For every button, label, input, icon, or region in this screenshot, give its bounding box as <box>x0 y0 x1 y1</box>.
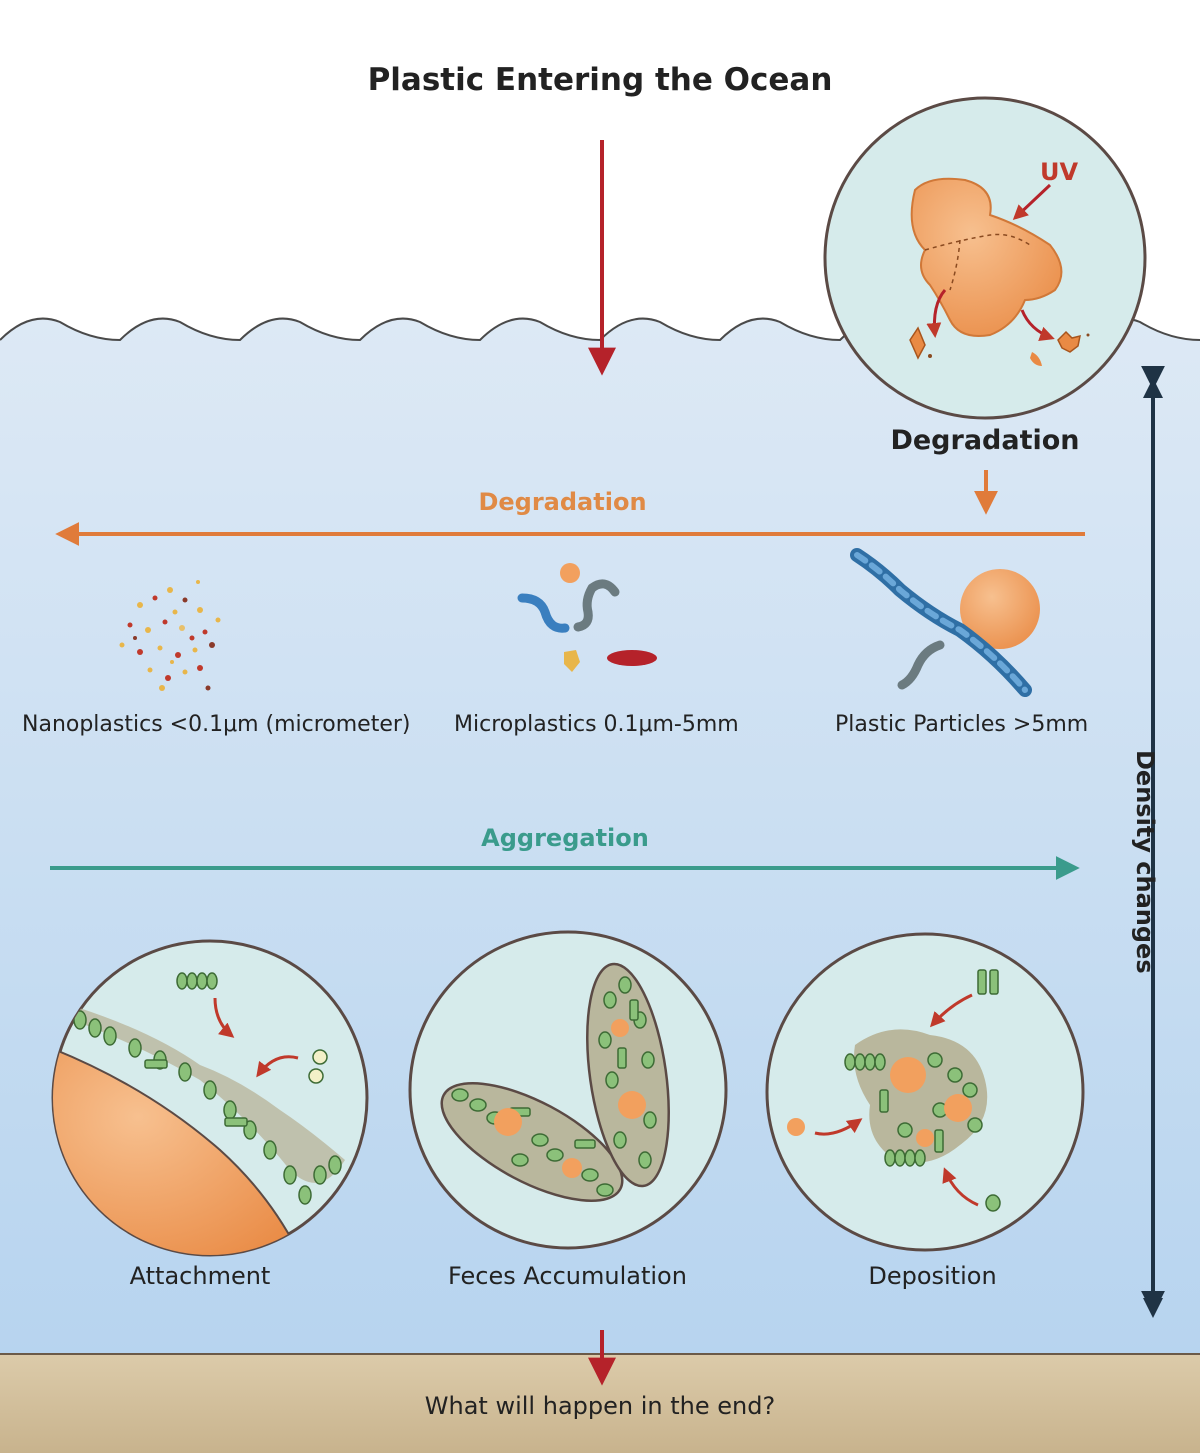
feces-accumulation-circle <box>408 930 728 1250</box>
attachment-label: Attachment <box>129 1262 271 1290</box>
plastic-particles-label: Plastic Particles >5mm <box>835 712 1089 737</box>
feces-accumulation-label: Feces Accumulation <box>448 1262 687 1290</box>
diagram-title: Plastic Entering the Ocean <box>367 62 833 98</box>
plastic-piece-large <box>910 177 1063 337</box>
uv-label: UV <box>1040 158 1079 186</box>
degradation-circle <box>823 96 1147 420</box>
attachment-circle <box>51 939 369 1257</box>
microplastics-label: Microplastics 0.1μm-5mm <box>454 712 739 737</box>
nanoplastics-icon <box>119 580 221 691</box>
aggregation-arrow-label: Aggregation <box>481 824 649 852</box>
density-changes-label: Density changes <box>1131 750 1159 974</box>
final-question: What will happen in the end? <box>424 1392 776 1420</box>
plastic-particles-icon <box>850 548 1040 697</box>
degradation-arrow-label: Degradation <box>478 488 647 516</box>
deposition-circle <box>765 932 1085 1252</box>
deposition-label: Deposition <box>868 1262 997 1290</box>
degradation-circle-label: Degradation <box>890 425 1080 456</box>
microplastics-icon <box>517 563 657 672</box>
nanoplastics-label: Nanoplastics <0.1μm (micrometer) <box>22 712 411 737</box>
